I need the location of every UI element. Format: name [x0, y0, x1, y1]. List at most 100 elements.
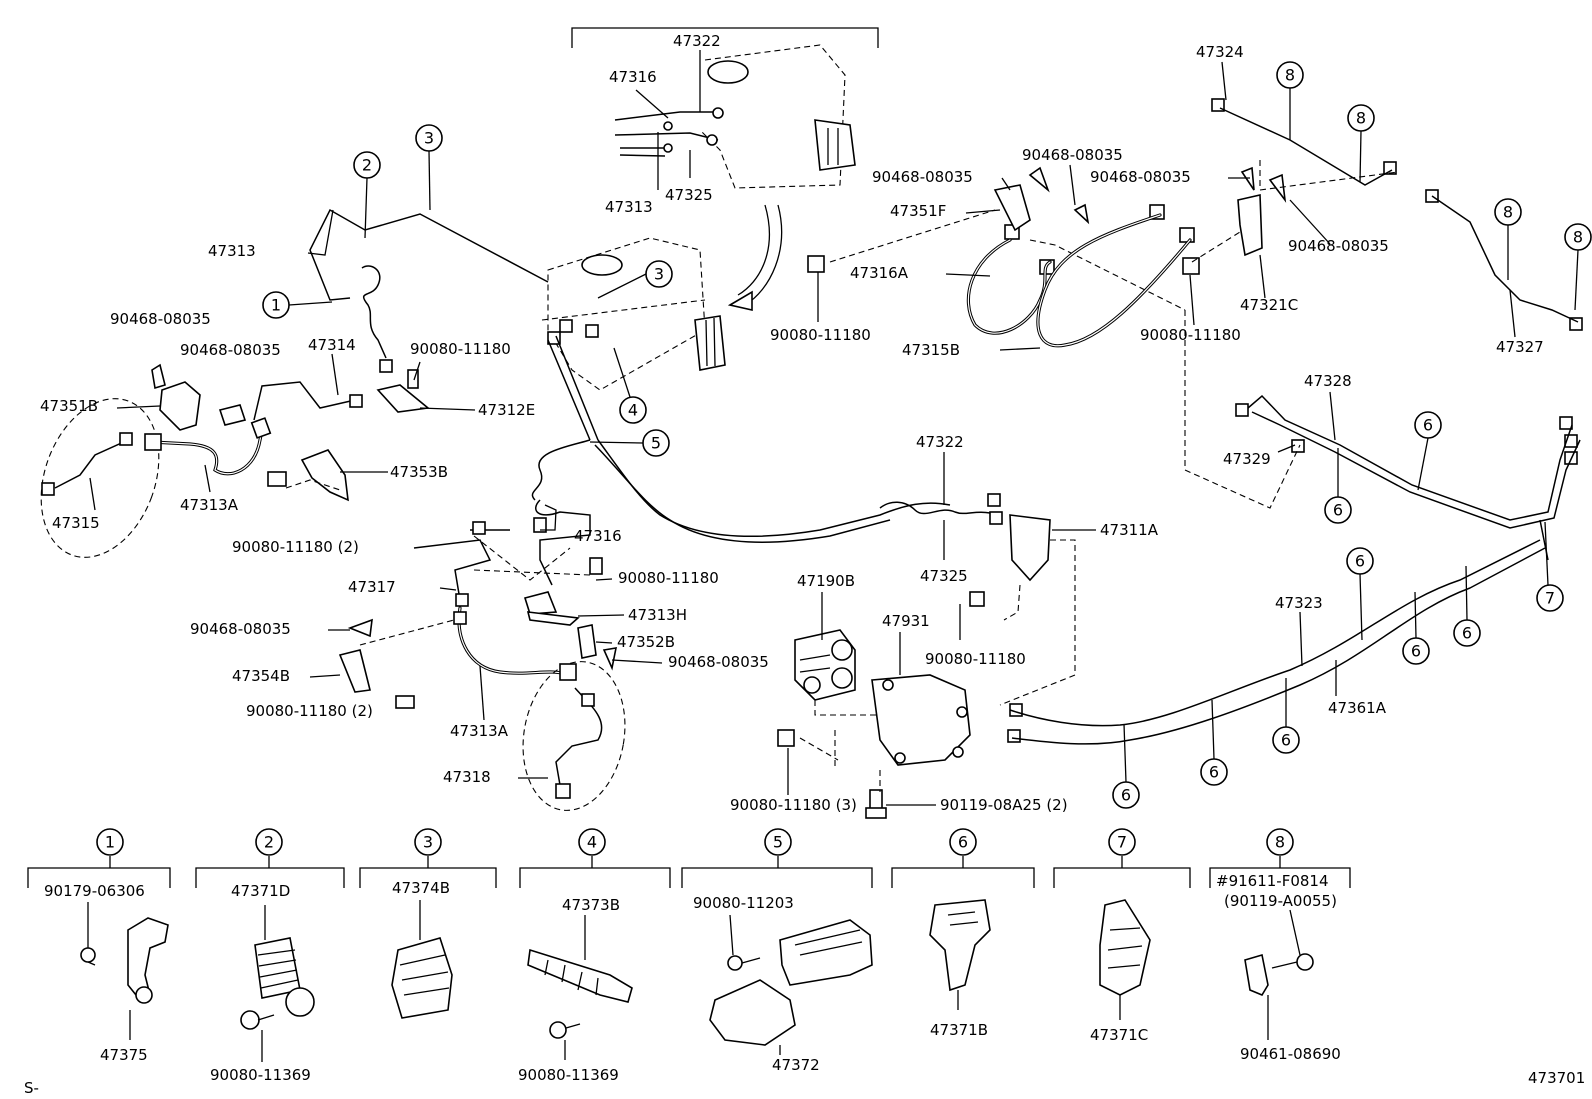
detail3-part: 47374B: [392, 879, 450, 897]
detail7-sub: 47371C: [1090, 1026, 1148, 1044]
svg-text:1: 1: [271, 296, 281, 315]
detail-panels: 1 2 3 4 5 6 7 8 90179-06306 47375 47371D…: [27, 828, 1351, 1084]
callout-8-b: 8: [1347, 104, 1375, 132]
label-47351f: 47351F: [890, 202, 946, 220]
label-90080-3: 90080-11180 (3): [730, 796, 857, 814]
svg-text:8: 8: [1573, 228, 1583, 247]
label-47328: 47328: [1304, 372, 1352, 390]
label-47931: 47931: [882, 612, 930, 630]
svg-text:8: 8: [1285, 66, 1295, 85]
master-cylinder-detail: [571, 27, 879, 312]
detail1-part: 90179-06306: [44, 882, 145, 900]
detail5-part: 90080-11203: [693, 894, 794, 912]
callout-6-a: 6: [1414, 411, 1442, 439]
label-47325-top: 47325: [665, 186, 713, 204]
svg-text:4: 4: [587, 833, 597, 852]
svg-text:6: 6: [1355, 552, 1365, 571]
svg-text:8: 8: [1356, 109, 1366, 128]
svg-text:3: 3: [423, 833, 433, 852]
label-47322-mid: 47322: [916, 433, 964, 451]
label-47190b: 47190B: [797, 572, 855, 590]
callout-6-g: 6: [1200, 758, 1228, 786]
callout-6-f: 6: [1272, 726, 1300, 754]
rear-brake-tubes: [1009, 107, 1581, 745]
svg-text:2: 2: [362, 156, 372, 175]
svg-text:8: 8: [1275, 833, 1285, 852]
master-cylinder-body: [547, 237, 726, 391]
panel-callout-3: 3: [414, 828, 442, 856]
label-90080-2a: 90080-11180 (2): [232, 538, 359, 556]
label-90468-d: 90468-08035: [668, 653, 769, 671]
label-47321c: 47321C: [1240, 296, 1298, 314]
label-47322-top: 47322: [673, 32, 721, 50]
label-47351b: 47351B: [40, 397, 98, 415]
detail2-sub: 90080-11369: [210, 1066, 311, 1084]
detail5-sub: 47372: [772, 1056, 820, 1074]
label-90468-a: 90468-08035: [110, 310, 211, 328]
detail2-part: 47371D: [231, 882, 290, 900]
callout-markers: 1 2 3 3 4 5 8 8 8 8 6 6 6 6 6 6: [262, 61, 1592, 809]
label-47316-mid: 47316: [574, 527, 622, 545]
label-47313-top: 47313: [605, 198, 653, 216]
callout-1-a: 1: [262, 291, 290, 319]
svg-text:3: 3: [654, 265, 664, 284]
part-number-labels: 47322 47316 47313 47325 47313 90468-0803…: [40, 32, 1544, 814]
callout-4-a: 4: [619, 396, 647, 424]
svg-text:6: 6: [1411, 642, 1421, 661]
label-47354b: 47354B: [232, 667, 290, 685]
callout-8-d: 8: [1564, 223, 1592, 251]
panel-callout-1: 1: [96, 828, 124, 856]
label-47315: 47315: [52, 514, 100, 532]
label-90080-b: 90080-11180: [618, 569, 719, 587]
svg-text:7: 7: [1545, 589, 1555, 608]
label-90468-b: 90468-08035: [180, 341, 281, 359]
label-47316a: 47316A: [850, 264, 909, 282]
label-90080-e: 90080-11180: [1140, 326, 1241, 344]
callout-3-b: 3: [645, 260, 673, 288]
detail6-sub: 47371B: [930, 1021, 988, 1039]
callout-8-a: 8: [1276, 61, 1304, 89]
brake-tube-lines: [40, 208, 991, 811]
callout-2-a: 2: [353, 151, 381, 179]
detail8-sub: 90461-08690: [1240, 1045, 1341, 1063]
svg-text:6: 6: [1423, 416, 1433, 435]
svg-text:8: 8: [1503, 203, 1513, 222]
brackets-and-bolts: [151, 166, 1287, 819]
label-47317: 47317: [348, 578, 396, 596]
callout-6-e: 6: [1453, 619, 1481, 647]
panel-callout-2: 2: [255, 828, 283, 856]
footer-prefix: S-: [24, 1079, 39, 1097]
callout-6-b: 6: [1324, 496, 1352, 524]
svg-text:1: 1: [105, 833, 115, 852]
callout-6-c: 6: [1346, 547, 1374, 575]
label-leaders: [89, 50, 1516, 806]
detail4-part: 47373B: [562, 896, 620, 914]
proportioning-valve: [794, 629, 971, 792]
label-47313a-a: 47313A: [180, 496, 239, 514]
label-47311a: 47311A: [1100, 521, 1159, 539]
svg-text:6: 6: [958, 833, 968, 852]
label-90468-c: 90468-08035: [190, 620, 291, 638]
panel-callout-8: 8: [1266, 828, 1294, 856]
detail1-sub: 47375: [100, 1046, 148, 1064]
callout-3-a: 3: [415, 124, 443, 152]
callout-6-h: 6: [1112, 781, 1140, 809]
label-90080-c: 90080-11180: [925, 650, 1026, 668]
label-47313-left: 47313: [208, 242, 256, 260]
label-47352b: 47352B: [617, 633, 675, 651]
label-47324: 47324: [1196, 43, 1244, 61]
panel-callout-6: 6: [949, 828, 977, 856]
svg-text:5: 5: [651, 434, 661, 453]
svg-text:3: 3: [424, 129, 434, 148]
label-90468-h: 90468-08035: [1288, 237, 1389, 255]
label-47314: 47314: [308, 336, 356, 354]
panel-callout-4: 4: [578, 828, 606, 856]
label-47327: 47327: [1496, 338, 1544, 356]
detail8-part1: #91611-F0814: [1216, 872, 1329, 890]
svg-text:6: 6: [1333, 501, 1343, 520]
label-47313a-b: 47313A: [450, 722, 509, 740]
svg-text:6: 6: [1462, 624, 1472, 643]
label-90468-g: 90468-08035: [1090, 168, 1191, 186]
label-47312e: 47312E: [478, 401, 535, 419]
